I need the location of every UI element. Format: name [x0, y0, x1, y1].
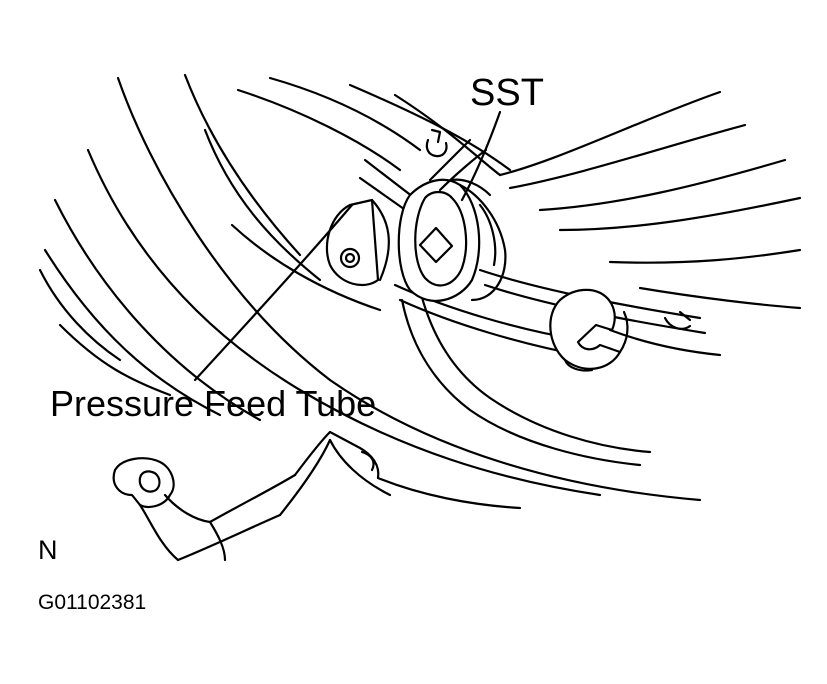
open-end-wrench [549, 288, 629, 372]
body-panel-left [38, 73, 702, 502]
leader-lines [193, 110, 502, 382]
bleeder-fitting [425, 128, 448, 158]
figure-code-label: G01102381 [38, 591, 147, 614]
view-letter-label: N [38, 535, 58, 565]
body-panel-upper [236, 76, 802, 357]
sst-handle [428, 138, 488, 192]
tube-bracket [325, 198, 390, 287]
side-clip [663, 310, 692, 330]
lower-bracket [112, 430, 522, 562]
pressure-feed-tube-label: Pressure Feed Tube [50, 383, 377, 424]
sst-label: SST [470, 72, 544, 114]
sst-wrench-head [397, 178, 507, 302]
